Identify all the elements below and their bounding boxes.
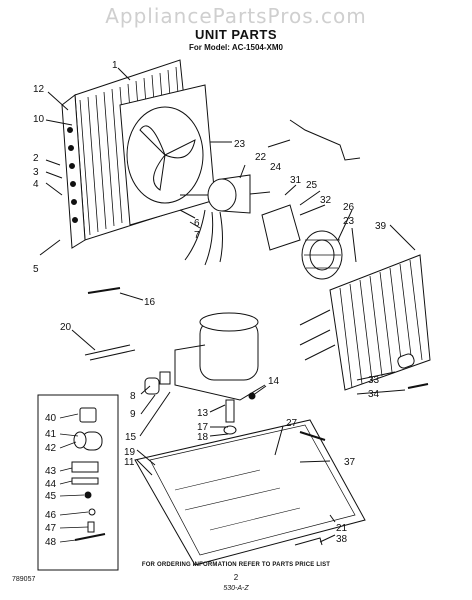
fan-shroud — [119, 84, 216, 226]
bracket-38 — [294, 537, 323, 546]
callout-24: 24 — [270, 162, 282, 173]
grommet-13 — [225, 399, 235, 423]
ordering-info-note: FOR ORDERING INFORMATION REFER TO PARTS … — [141, 562, 331, 568]
wire-harness-20 — [84, 344, 136, 361]
callout-8: 8 — [130, 391, 136, 402]
motor-mount-plate — [261, 204, 301, 251]
capacitor-group — [71, 407, 106, 541]
callout-47: 47 — [45, 523, 57, 534]
callout-12: 12 — [33, 84, 45, 95]
callout-32: 32 — [320, 195, 332, 206]
callout-25: 25 — [306, 180, 318, 191]
compressor — [174, 312, 266, 401]
callout-38: 38 — [336, 534, 348, 545]
callout-6: 6 — [194, 218, 200, 229]
callout-42: 42 — [45, 443, 57, 454]
callout-26: 26 — [343, 202, 355, 213]
callout-3: 3 — [33, 167, 39, 178]
callout-31: 31 — [290, 175, 302, 186]
callout-27: 27 — [286, 418, 298, 429]
callout-4: 4 — [33, 179, 39, 190]
callout-48: 48 — [45, 537, 57, 548]
document-number: 789057 — [12, 576, 36, 583]
callout-11: 11 — [124, 457, 135, 468]
capacitor-parts-box — [37, 394, 119, 571]
base-pan — [134, 419, 366, 566]
callout-40: 40 — [45, 413, 57, 424]
callout-43: 43 — [45, 466, 57, 477]
blower-wheel — [301, 230, 343, 280]
callout-41: 41 — [45, 429, 57, 440]
callout-44: 44 — [45, 479, 57, 490]
revision-code: 530-A-Z — [223, 585, 249, 592]
callout-10: 10 — [33, 114, 45, 125]
callout-1: 1 — [112, 60, 118, 71]
callout-45: 45 — [45, 491, 57, 502]
callout-34: 34 — [368, 389, 380, 400]
callout-39: 39 — [375, 221, 387, 232]
page-number: 2 — [233, 573, 239, 582]
bracket-22 — [289, 119, 361, 161]
part-33 — [397, 353, 415, 369]
callout-2: 2 — [33, 153, 39, 164]
callout-17: 17 — [197, 422, 209, 433]
callout-23a: 23 — [234, 139, 246, 150]
fan-motor — [180, 174, 271, 266]
callout-5: 5 — [33, 264, 39, 275]
callout-20: 20 — [60, 322, 72, 333]
callout-15: 15 — [125, 432, 137, 443]
model-subtitle: For Model: AC-1504-XM0 — [189, 43, 283, 52]
callout-13: 13 — [197, 408, 209, 419]
callout-16: 16 — [144, 297, 156, 308]
overload-8 — [144, 377, 160, 395]
callout-19: 19 — [124, 447, 136, 458]
callout-23b: 23 — [343, 216, 355, 227]
part-16 — [87, 287, 121, 294]
callout-46: 46 — [45, 510, 57, 521]
callout-9: 9 — [130, 409, 136, 420]
part-34 — [407, 383, 429, 389]
callout-7: 7 — [194, 230, 200, 241]
callout-22: 22 — [255, 152, 267, 163]
callout-37: 37 — [344, 457, 356, 468]
page-title: UNIT PARTS — [194, 27, 278, 42]
callout-21: 21 — [336, 523, 348, 534]
callout-33: 33 — [368, 375, 380, 386]
watermark: AppliancePartsPros.com — [105, 4, 367, 28]
callout-18: 18 — [197, 432, 209, 443]
callout-14: 14 — [268, 376, 280, 387]
